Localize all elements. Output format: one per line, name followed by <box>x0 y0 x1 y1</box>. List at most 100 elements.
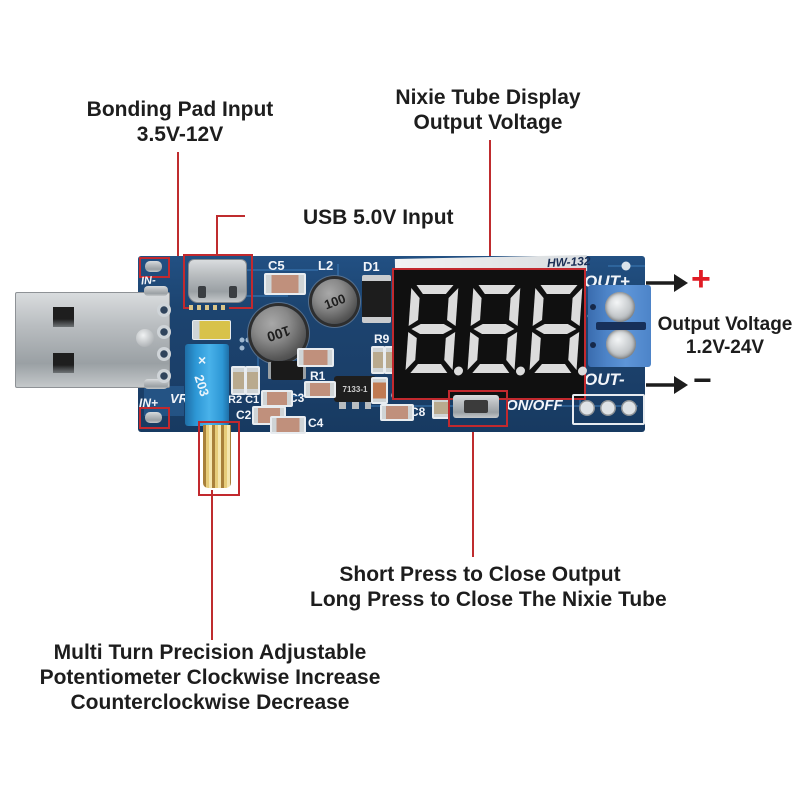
terminal-hole <box>590 342 596 348</box>
display-digit <box>467 285 525 376</box>
adjust-screw[interactable] <box>203 425 231 488</box>
leader-line-display <box>489 140 491 272</box>
micro-usb-box <box>183 254 253 309</box>
leader-line-usb-vertical <box>216 215 218 258</box>
usb-a-hole-bottom <box>53 353 74 373</box>
pad <box>621 400 637 416</box>
silkscreen-c2: C2 <box>236 408 252 422</box>
output-voltage-label: Output Voltage 1.2V-24V <box>645 313 800 359</box>
resistor-r2 <box>231 366 246 395</box>
silkscreen-l2: L2 <box>318 258 334 273</box>
terminal-block <box>588 285 651 367</box>
in-minus-pad-box <box>139 257 170 278</box>
in-minus-pad <box>145 261 162 272</box>
terminal-screw[interactable] <box>606 329 636 359</box>
diode-d1 <box>362 275 391 323</box>
regulator-marking: 7133-1 <box>342 384 368 394</box>
resistor-r1 <box>304 381 336 398</box>
output-voltage-line1: Output Voltage <box>657 314 793 335</box>
bonding-pad-label: Bonding Pad Input 3.5V-12V <box>55 97 305 147</box>
display-decimal-point <box>577 366 587 376</box>
silkscreen-r9: R9 <box>374 332 390 346</box>
smd-diode-yellow <box>192 320 231 340</box>
terminal-hole <box>590 304 596 310</box>
leader-line-bonding <box>177 152 179 258</box>
minus-sign: − <box>693 362 712 398</box>
multi-turn-label: Multi Turn Precision Adjustable Potentio… <box>35 640 385 715</box>
pad <box>600 400 616 416</box>
display-decimal-point <box>515 366 525 376</box>
inductor-l2: 100 <box>312 279 357 324</box>
micro-usb-connector <box>188 259 247 303</box>
pot-cross-marking: × <box>198 352 207 368</box>
through-hole-pad <box>157 347 171 361</box>
short-press-line2: Long Press to Close The Nixie Tube <box>310 588 667 611</box>
through-hole-pad <box>157 369 171 383</box>
push-button[interactable] <box>453 395 499 418</box>
arrow-right-icon <box>646 376 688 394</box>
capacitor-c5 <box>264 273 306 295</box>
display-digit <box>529 285 587 376</box>
short-press-line1: Short Press to Close Output <box>339 563 621 586</box>
in-plus-pad-box <box>139 407 170 429</box>
adjust-screw-box[interactable] <box>198 421 240 496</box>
silkscreen-in-plus: IN+ <box>139 396 159 410</box>
output-pad-strip <box>572 394 645 425</box>
display-digits <box>394 270 587 398</box>
silkscreen-c4: C4 <box>308 416 324 430</box>
silkscreen-d1: D1 <box>363 259 380 274</box>
silkscreen-out-minus: OUT- <box>584 370 625 389</box>
short-press-label: Short Press to Close Output Long Press t… <box>310 562 667 612</box>
leader-line-button <box>472 421 474 557</box>
micro-usb-slot <box>229 286 237 298</box>
push-button-actuator[interactable] <box>464 400 488 413</box>
seven-segment-display <box>392 268 587 400</box>
inductor-l1: 100 <box>251 306 306 361</box>
display-digit <box>405 285 463 376</box>
through-hole-pad <box>157 303 171 317</box>
inductor-l1-value: 100 <box>264 322 293 345</box>
in-plus-pad <box>145 412 162 423</box>
usb-a-dimple <box>136 329 154 347</box>
capacitor-c6 <box>297 348 334 367</box>
multi-turn-line1: Multi Turn Precision Adjustable <box>53 641 367 664</box>
capacitor-c3 <box>261 390 293 407</box>
pad <box>579 400 595 416</box>
usb-input-label: USB 5.0V Input <box>303 206 454 229</box>
bonding-pad-label-line1: Bonding Pad Input <box>86 98 274 121</box>
usb-a-hole-top <box>53 307 74 327</box>
silkscreen-r1: R1 <box>310 369 326 383</box>
multi-turn-line3: Counterclockwise Decrease <box>70 691 350 714</box>
output-voltage-line2: 1.2V-24V <box>685 337 765 358</box>
silkscreen-c5: C5 <box>268 258 285 273</box>
terminal-slot <box>596 322 646 330</box>
potentiometer-vr1: × 203 <box>185 344 229 426</box>
leader-line-usb-horизontal <box>216 215 245 217</box>
plus-sign: + <box>691 260 711 298</box>
silkscreen-r2c1: R2 C1 <box>228 394 260 406</box>
capacitor-c1 <box>245 366 260 395</box>
silkscreen-in-minus: IN- <box>140 274 157 288</box>
smd-ic <box>271 361 303 380</box>
resistor-r9 <box>371 346 385 374</box>
display-decimal-point <box>453 366 463 376</box>
capacitor-c4 <box>270 416 306 434</box>
usb-solder-tab <box>144 286 168 296</box>
bonding-pad-label-line2: 3.5V-12V <box>136 123 224 146</box>
usb-a-connector <box>15 292 170 388</box>
usb-solder-tab <box>144 379 168 389</box>
pot-value-marking: 203 <box>191 372 213 399</box>
silkscreen-on-off: ON/OFF <box>506 397 563 414</box>
nixie-label-line2: Output Voltage <box>413 111 563 134</box>
mounting-hole <box>621 261 631 271</box>
nixie-display-label: Nixie Tube Display Output Voltage <box>363 85 613 135</box>
micro-usb-pins <box>189 305 229 310</box>
push-button-box <box>448 390 508 427</box>
capacitor-c10 <box>371 377 388 404</box>
terminal-screw[interactable] <box>605 292 635 322</box>
arrow-right-icon <box>646 274 688 292</box>
leader-line-potentiometer <box>211 490 213 640</box>
micro-usb-slot <box>198 286 206 298</box>
multi-turn-line2: Potentiometer Clockwise Increase <box>39 666 381 689</box>
